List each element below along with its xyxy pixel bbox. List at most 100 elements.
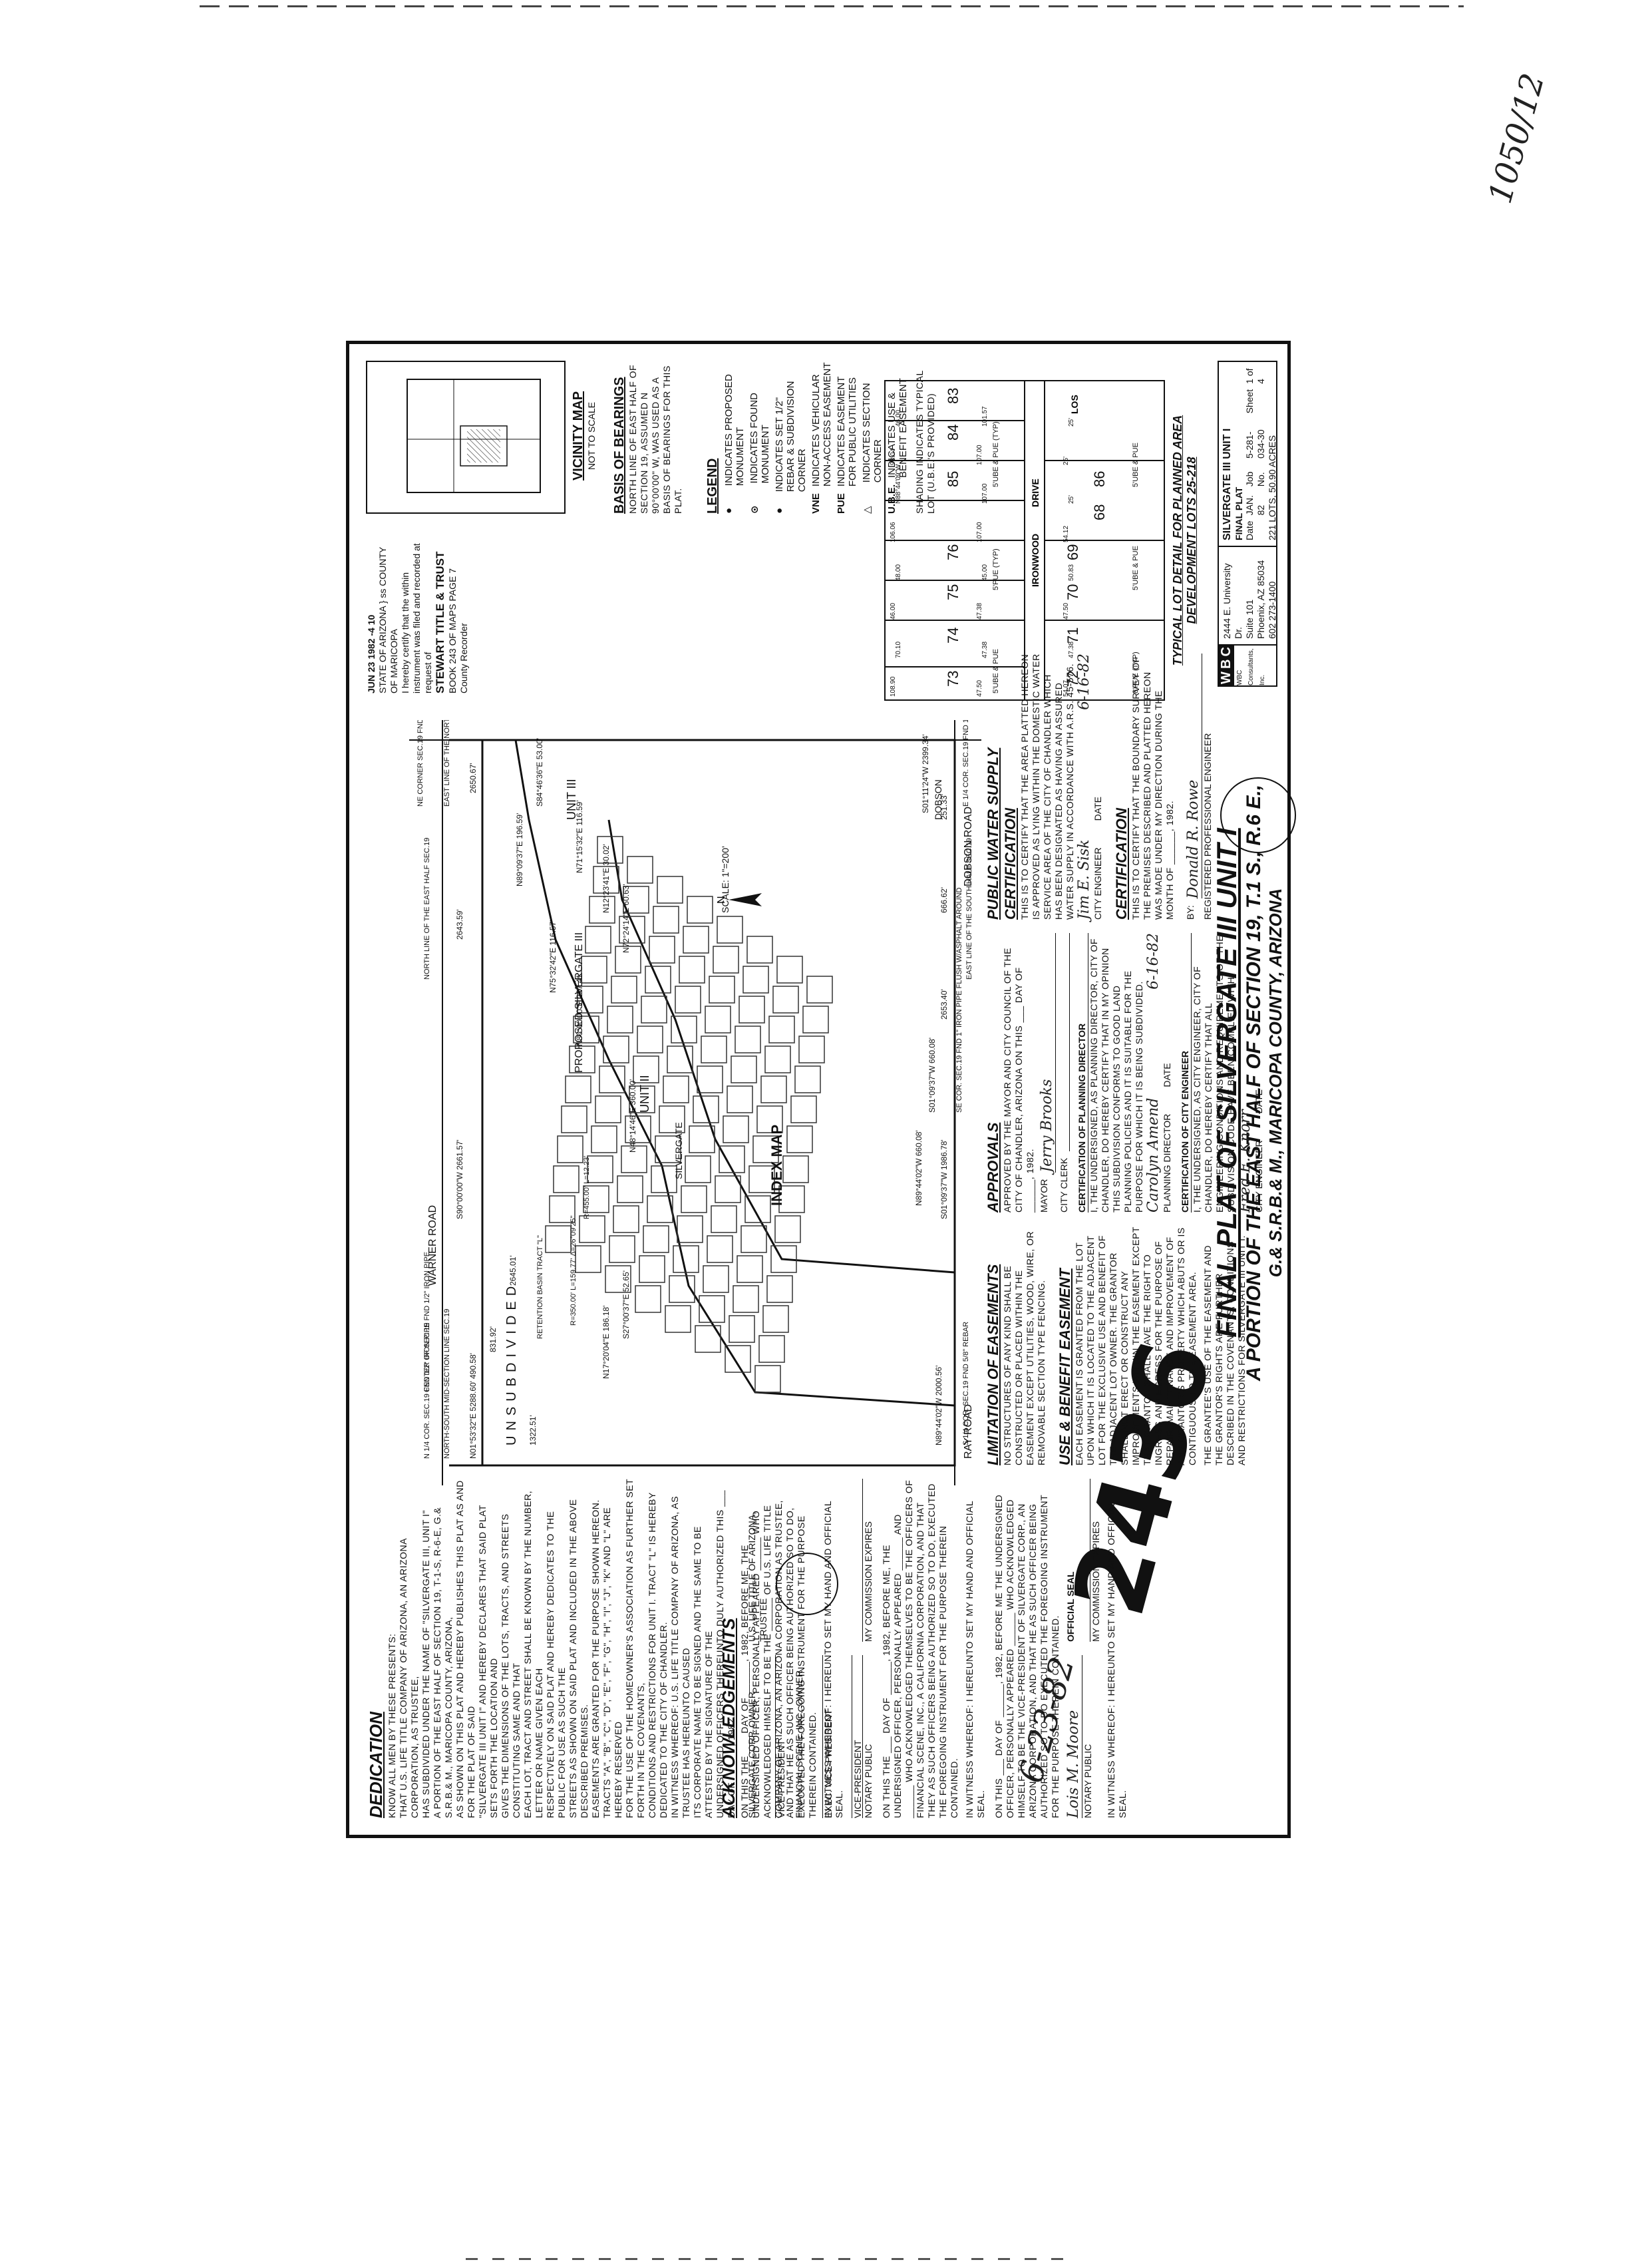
lot-parcel (737, 1255, 763, 1283)
lot-parcel (593, 866, 619, 894)
typical-lot-note: 5'UBE & PUE (TYP) (992, 421, 1000, 487)
engineer-text: I, THE UNDERSIGNED, AS CITY ENGINEER, CI… (1192, 934, 1236, 1213)
lot-parcel (651, 1165, 677, 1193)
ack-commission-1: MY COMMISSION EXPIRES (863, 1521, 874, 1642)
vicinity-map-drawing (407, 379, 541, 493)
typical-lot-dimension: 98.04 (890, 449, 897, 465)
recorder-text: I hereby certify that the within instrum… (400, 543, 433, 693)
lot-parcel (727, 1085, 753, 1113)
page-number-handwritten: 1050/12 (1481, 69, 1552, 208)
lot-parcel (705, 1006, 731, 1034)
vicinity-map: VICINITY MAP NOT TO SCALE (366, 361, 597, 514)
lot-parcel (754, 1365, 781, 1393)
typical-lot-number: 85 (945, 471, 961, 487)
engineer-date-label: DATE (1253, 1089, 1264, 1114)
lot-parcel (673, 1245, 699, 1273)
official-seal-label: OFFICIAL SEAL (1065, 1571, 1076, 1642)
lot-parcel (679, 956, 705, 984)
lot-parcel (553, 1165, 579, 1193)
lot-parcel (623, 886, 649, 914)
lot-parcel (645, 966, 671, 994)
bearing-label: N72°24'14"E 60.63' (621, 884, 631, 953)
unit2-label: UNIT II (638, 1075, 651, 1113)
acknowledgements-heading: ACKNOWLEDGEMENTS (719, 1618, 739, 1818)
street-silvergate: SILVERGATE (673, 1122, 684, 1179)
legend-symbol: VNE (810, 493, 822, 514)
lot-parcel (713, 946, 739, 974)
bearing-label: 2650.67' (468, 763, 478, 793)
lot-parcel (615, 946, 641, 974)
typical-lot-number: 69 (1065, 544, 1081, 560)
bearing-label: 490.58' (468, 1353, 478, 1379)
lot-parcel (677, 1215, 703, 1243)
typical-lot-dimension: 107.00 (976, 522, 983, 542)
approvals-text: APPROVED BY THE MAYOR AND CITY COUNCIL O… (1002, 948, 1035, 1213)
lot-parcel (605, 1265, 631, 1293)
lot-parcel (635, 1285, 661, 1313)
legend-symbol: ● (774, 507, 785, 514)
bearing-label: N89°09'37"E 196.59' (515, 813, 524, 886)
lot-parcel (633, 1055, 659, 1083)
lot-parcel (746, 936, 773, 964)
curve-label: R=350.00' L=159.77' Δ=26°09'25" (570, 1216, 578, 1326)
typical-lot-dimension: 107.00 (976, 445, 983, 465)
corner-label: E 1/4 COR. SEC.19 FND 1" IRON PIPE (962, 720, 970, 807)
engineer-heading: CERTIFICATION OF CITY ENGINEER (1180, 933, 1192, 1213)
typical-lot-dimension: 108.90 (890, 676, 897, 697)
approvals-section: APPROVALS APPROVED BY THE MAYOR AND CITY… (985, 933, 1265, 1213)
lot-summary: 221 LOTS, 50.90 ACRES (1267, 435, 1277, 540)
ack-witness-1: IN WITNESS WHEREOF: I HEREUNTO SET MY HA… (822, 1501, 844, 1818)
job-label: Job No. (1244, 471, 1266, 487)
typical-lot-dimension: 45.00 (981, 564, 989, 581)
ack-witness-3: IN WITNESS WHEREOF: I HEREUNTO SET MY HA… (1106, 1501, 1128, 1818)
bearing-label: 2643.59' (455, 909, 464, 940)
vicinity-title: VICINITY MAP (571, 391, 585, 481)
bearing-label: N86°00'00"E 227.41' (575, 973, 584, 1046)
lot-parcel (579, 1215, 605, 1243)
bearing-label: N75°32'42"E 116.57' (548, 920, 558, 994)
firm-address-2: Suite 101 (1244, 599, 1255, 639)
road-warner: WARNER ROAD (427, 1205, 438, 1286)
corner-label: EAST LINE OF THE NORTH HALF SEC.19 (443, 720, 451, 807)
typical-lot-number: 84 (945, 425, 961, 441)
bearing-label: S27°00'37"E 52.65' (621, 1270, 631, 1339)
bearing-label: 251.33' (939, 794, 949, 820)
lot-parcel (752, 1135, 779, 1163)
north-arrow: N (716, 893, 762, 906)
lot-parcel (653, 906, 679, 934)
unit3-label: UNIT III (565, 779, 578, 820)
lot-parcel (647, 1195, 673, 1223)
bearing-label: S01°09'37"W 1986.78' (939, 1139, 949, 1219)
corner-label: NE CORNER SEC.19 FND COTTON PICKER SPIND… (416, 720, 424, 807)
lot-parcel (627, 856, 653, 884)
lot-parcel (671, 1016, 697, 1043)
legend-text: INDICATES VEHICULAR NON-ACCESS EASEMENT (810, 362, 833, 487)
lot-parcel (659, 1105, 685, 1133)
sheet-label: Sheet (1244, 389, 1255, 414)
dedication-line: EACH LOT, TRACT AND STREET SHALL BE KNOW… (522, 1490, 544, 1818)
date-label: Date (1244, 520, 1255, 540)
lot-parcel (693, 1095, 719, 1123)
typical-lot-note: 5'UBE & PUE (992, 649, 1000, 693)
lot-parcel (557, 1135, 583, 1163)
basis-text: NORTH LINE OF EAST HALF OF SECTION 19, A… (627, 364, 683, 514)
ack-paragraph-3: ON THIS ___ DAY OF ______, 1982, BEFORE … (993, 1494, 1061, 1818)
certification-by: BY: (1185, 905, 1196, 920)
dedication-line: KNOW ALL MEN BY THESE PRESENTS: (387, 1633, 397, 1818)
limitation-heading: LIMITATION OF EASEMENTS (985, 1264, 1001, 1465)
job-value: 5-281-034-30 (1244, 429, 1266, 459)
lot-parcel (687, 896, 713, 924)
lot-parcel (707, 1235, 733, 1263)
typical-lot-dimension: 48.00 (895, 564, 902, 581)
planning-director-label: PLANNING DIRECTOR (1162, 1113, 1172, 1213)
lot-parcel (756, 1105, 783, 1133)
bearing-label: N12°23'41"E 30.02' (601, 844, 611, 913)
street-drive: DRIVE (1030, 478, 1041, 507)
legend-text: INDICATES PROPOSED MONUMENT (723, 374, 746, 486)
corner-label: CENTER OF SEC.19 FND 1/2" IRON PIPE (423, 1252, 431, 1392)
dedication-line: RESPECTIVELY ON SAID PLAT AND HEREBY DED… (545, 1511, 567, 1818)
ack-paragraph-2: ON THIS THE ___ DAY OF ______, 1982, BEF… (881, 1479, 959, 1818)
typical-lot-number: 74 (945, 628, 961, 644)
